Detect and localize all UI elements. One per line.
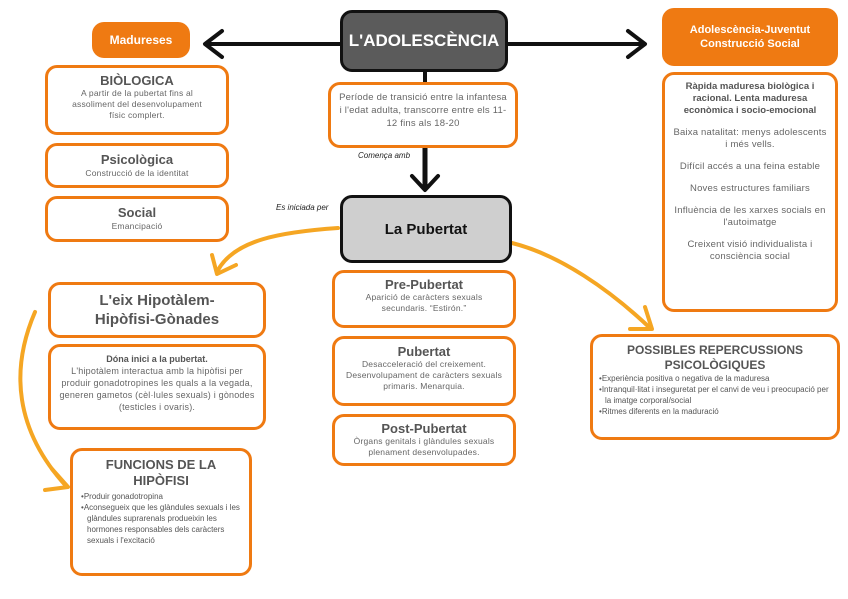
social-construction-box[interactable]: Ràpida maduresa biològica i racional. Le… [662,72,838,312]
repercussions-list: Experiència positiva o negativa de la ma… [599,373,831,417]
maturity-desc: A partir de la pubertat fins al assolime… [72,88,202,120]
maturity-title: Psicològica [100,152,174,167]
repercussion-bullet: Experiència positiva o negativa de la ma… [599,373,831,384]
puberty-stage[interactable]: Post-Pubertat Òrgans genitals i glàndule… [332,414,516,466]
stage-desc: Desacceleració del creixement. Desenvolu… [345,359,503,391]
axis-desc: L'hipotàlem interactua amb la hipòfisi p… [59,366,255,412]
repercussion-bullet: Ritmes diferents en la maduració [599,406,831,417]
social-point: Baixa natalitat: menys adolescents i més… [673,127,827,150]
puberty-node[interactable]: La Pubertat [340,195,512,263]
initiated-by-label: Es iniciada per [276,203,329,212]
puberty-stage[interactable]: Pubertat Desacceleració del creixement. … [332,336,516,406]
pituitary-list: Produir gonadotropina Aconsegueix que le… [75,491,247,546]
arrowhead-axis-icon [210,253,238,276]
adolescence-title: L'ADOLESCÈNCIA [348,31,500,50]
puberty-stage[interactable]: Pre-Pubertat Aparició de caràcters sexua… [332,270,516,328]
stage-desc: Òrgans genitals i glàndules sexuals plen… [353,436,495,457]
stage-title: Pubertat [397,344,451,359]
pituitary-title: FUNCIONS DE LA HIPÒFISI [105,457,217,488]
maturity-desc: Emancipació [111,221,163,231]
arrowhead-right-icon [626,29,647,59]
maturity-title: BIÒLOGICA [100,73,174,88]
arrowhead-pituitary-icon [43,467,70,492]
starts-with-label: Comença amb [358,151,411,160]
social-lead: Ràpida maduresa biològica i racional. Le… [683,81,817,116]
curve-to-pituitary [18,310,68,488]
stage-desc: Aparició de caràcters sexuals secundaris… [365,292,483,313]
maturity-desc: Construcció de la identitat [85,168,189,178]
madureses-header[interactable]: Madureses [92,22,190,58]
stage-title: Post-Pubertat [381,421,467,436]
repercussions-box[interactable]: POSSIBLES REPERCUSSIONS PSICOLÒGIQUES Ex… [590,334,840,440]
puberty-title: La Pubertat [384,220,468,238]
maturity-title: Social [117,205,157,220]
social-point: Influència de les xarxes socials en l'au… [674,205,826,228]
repercussion-bullet: Intranquil·litat i inseguretat per el ca… [599,384,831,406]
social-construction-label: Adolescència-Juventut Construcció Social [689,24,811,50]
maturity-biological[interactable]: BIÒLOGICA A partir de la pubertat fins a… [45,65,229,135]
curve-to-axis [216,226,340,272]
social-construction-header[interactable]: Adolescència-Juventut Construcció Social [662,8,838,66]
arrowhead-down-icon [410,174,440,192]
social-point: Creixent visió individualista i conscièn… [687,239,813,262]
stage-title: Pre-Pubertat [384,277,464,292]
maturity-psychological[interactable]: Psicològica Construcció de la identitat [45,143,229,188]
repercussions-title: POSSIBLES REPERCUSSIONS PSICOLÒGIQUES [626,343,804,372]
pituitary-bullet: Aconsegueix que les glàndules sexuals i … [81,502,241,546]
definition-box[interactable]: Període de transició entre la infantesa … [328,82,518,148]
axis-lead: Dóna inici a la pubertat. [106,354,208,364]
madureses-label: Madureses [109,33,173,47]
arrowhead-left-icon [203,29,224,59]
axis-desc-box[interactable]: Dóna inici a la pubertat. L'hipotàlem in… [48,344,266,430]
axis-title-box[interactable]: L'eix Hipotàlem-Hipòfisi-Gònades [48,282,266,338]
adolescence-title-node[interactable]: L'ADOLESCÈNCIA [340,10,508,72]
arrowhead-repercussions-icon [628,305,654,331]
pituitary-box[interactable]: FUNCIONS DE LA HIPÒFISI Produir gonadotr… [70,448,252,576]
definition-text: Període de transició entre la infantesa … [339,92,507,129]
maturity-social[interactable]: Social Emancipació [45,196,229,242]
social-point: Difícil accés a una feina estable [679,161,821,172]
social-point: Noves estructures familiars [690,183,810,194]
pituitary-bullet: Produir gonadotropina [81,491,241,502]
axis-title: L'eix Hipotàlem-Hipòfisi-Gònades [94,292,220,328]
curve-to-repercussions [510,241,652,330]
